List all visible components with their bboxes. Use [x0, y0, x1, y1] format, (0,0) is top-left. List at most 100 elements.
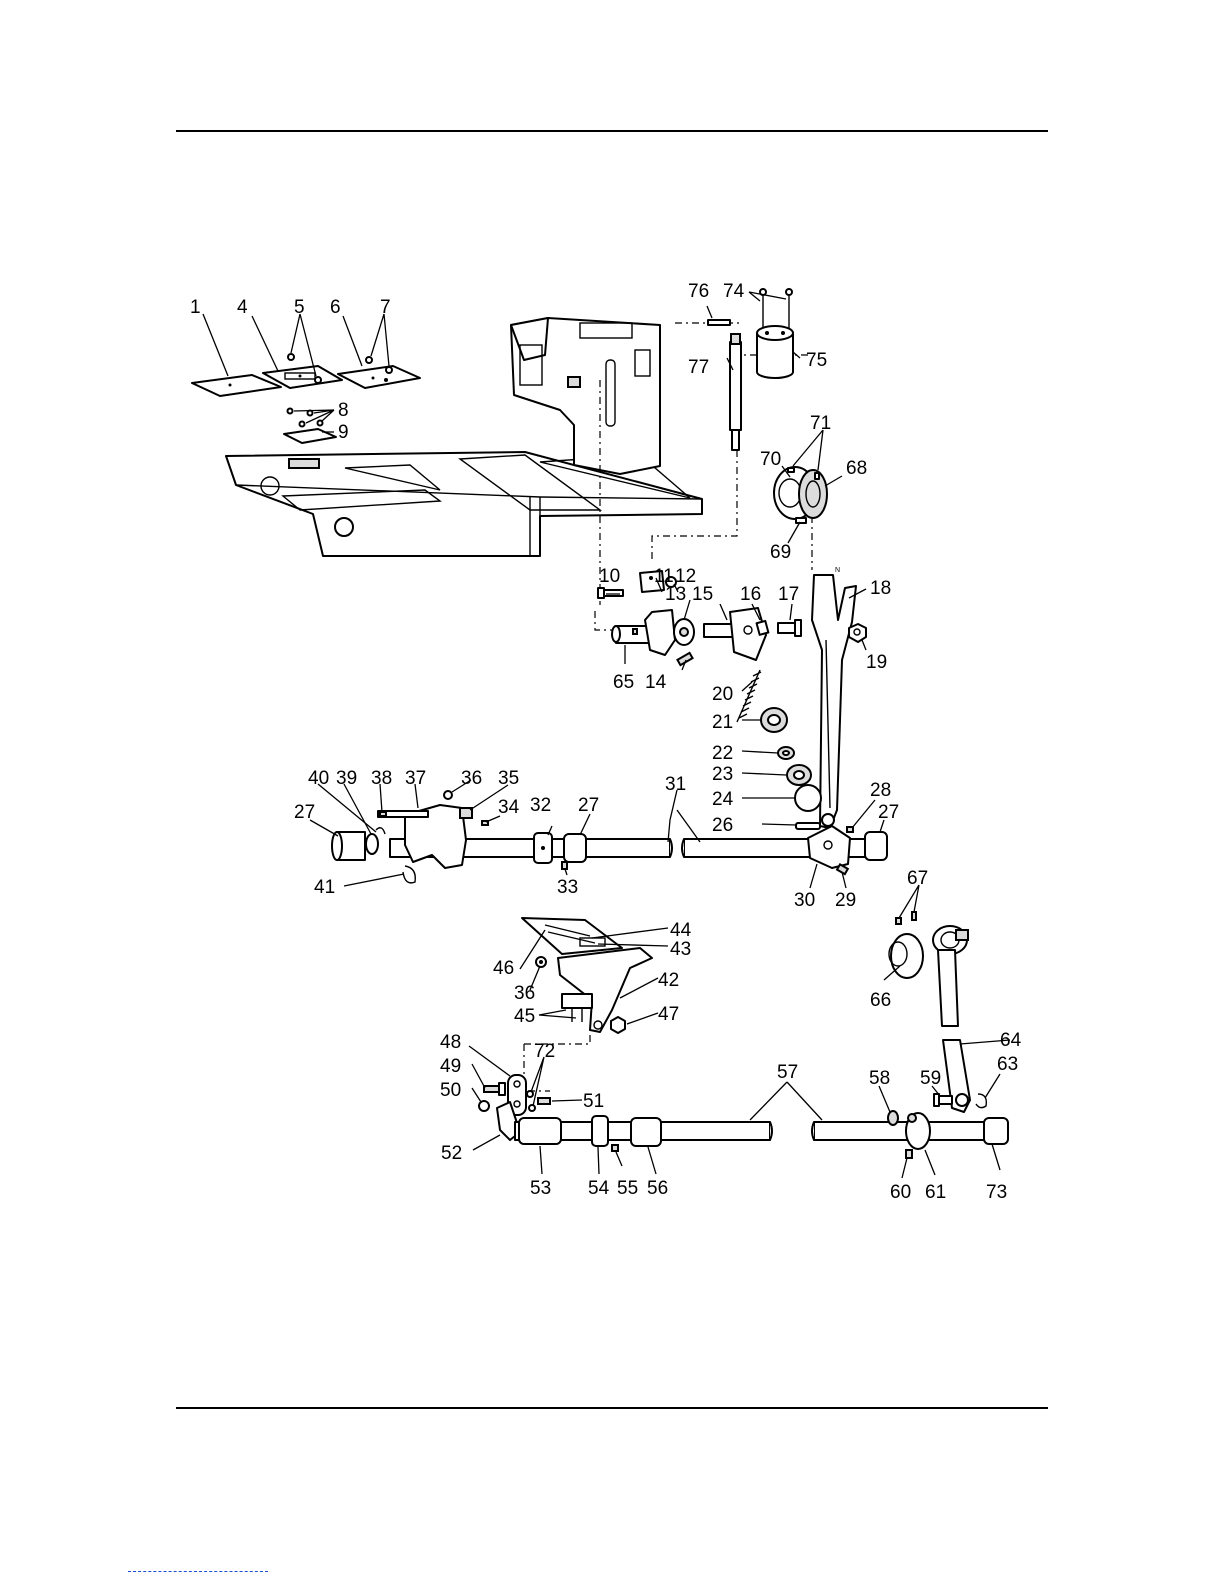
label-68: 68 [846, 458, 867, 479]
gear-part-23 [787, 765, 811, 785]
screw-part-38 [380, 812, 386, 816]
label-46: 46 [493, 958, 514, 979]
screw-part-49 [484, 1083, 505, 1095]
clip-part-40 [376, 828, 385, 834]
label-37: 37 [405, 768, 426, 789]
nut-part-50 [479, 1101, 489, 1111]
cam-part-68 [799, 470, 827, 518]
label-55: 55 [617, 1178, 638, 1199]
label-58: 58 [869, 1068, 890, 1089]
label-34: 34 [498, 797, 520, 818]
label-60: 60 [890, 1182, 911, 1203]
label-77: 77 [688, 357, 709, 378]
label-71: 71 [810, 413, 831, 434]
label-6: 6 [330, 297, 341, 318]
label-32: 32 [530, 795, 551, 816]
label-59: 59 [920, 1068, 941, 1089]
label-31: 31 [665, 774, 686, 795]
ring-part-39 [366, 834, 378, 854]
spring-part-20 [737, 670, 761, 722]
label-27-left: 27 [294, 802, 315, 823]
clip-part-63 [976, 1094, 986, 1108]
label-5: 5 [294, 297, 305, 318]
footer-divider-mark [128, 1571, 268, 1572]
svg-text:N: N [835, 567, 840, 574]
washer-part-22 [778, 747, 794, 759]
label-7: 7 [380, 297, 391, 318]
label-57: 57 [777, 1062, 798, 1083]
bushing-part-27b [564, 834, 586, 862]
label-76: 76 [688, 281, 709, 302]
bushing-part-27a [332, 832, 365, 860]
rod-part-77 [730, 334, 741, 450]
screw-part-60 [906, 1150, 912, 1158]
bushing-part-53 [519, 1118, 561, 1144]
nut-part-19 [849, 624, 866, 642]
label-50: 50 [440, 1080, 461, 1101]
label-17: 17 [778, 584, 799, 605]
label-22: 22 [712, 743, 733, 764]
label-54: 54 [588, 1178, 610, 1199]
shaft-part-65 [612, 626, 649, 643]
label-40: 40 [308, 768, 329, 789]
label-63: 63 [997, 1054, 1018, 1075]
label-64: 64 [1000, 1030, 1022, 1051]
cylinder-part-75 [757, 326, 793, 378]
label-24: 24 [712, 789, 734, 810]
label-29: 29 [835, 890, 856, 911]
label-30: 30 [794, 890, 815, 911]
label-18: 18 [870, 578, 891, 599]
label-13: 13 [665, 584, 686, 605]
label-51: 51 [583, 1091, 604, 1112]
label-61: 61 [925, 1182, 946, 1203]
bushing-part-73 [984, 1118, 1008, 1144]
label-49: 49 [440, 1056, 461, 1077]
label-75: 75 [806, 350, 827, 371]
label-52: 52 [441, 1143, 462, 1164]
label-23: 23 [712, 764, 733, 785]
label-20: 20 [712, 684, 733, 705]
label-27-right: 27 [878, 802, 899, 823]
label-16: 16 [740, 584, 761, 605]
clamp-part-30 [808, 826, 850, 868]
plate-part-1 [192, 375, 281, 396]
label-36-lower: 36 [514, 983, 535, 1004]
label-45: 45 [514, 1006, 535, 1027]
ring-part-36b [536, 957, 546, 967]
label-43: 43 [670, 939, 691, 960]
gear-part-21 [761, 708, 787, 732]
label-27-middle: 27 [578, 795, 599, 816]
machine-arm [511, 318, 660, 474]
label-65: 65 [613, 672, 634, 693]
washer-part-16 [757, 621, 769, 635]
screw-part-55 [612, 1145, 618, 1151]
label-47: 47 [658, 1004, 679, 1025]
plate-part-6 [338, 366, 420, 388]
label-28: 28 [870, 780, 891, 801]
ball-part-24 [795, 785, 821, 811]
lever-part-18: N [812, 567, 856, 828]
label-53: 53 [530, 1178, 551, 1199]
label-41: 41 [314, 877, 335, 898]
bolt-part-17 [778, 620, 801, 636]
cam-part-15 [704, 608, 766, 660]
bushing-part-27c [865, 832, 887, 860]
label-14: 14 [645, 672, 667, 693]
label-8: 8 [338, 400, 349, 421]
label-9: 9 [338, 422, 349, 443]
collar-part-32 [534, 833, 552, 863]
plate-part-9 [284, 429, 336, 443]
label-69: 69 [770, 542, 791, 563]
screw-part-10 [598, 588, 623, 598]
label-42: 42 [658, 970, 679, 991]
pin-part-76 [708, 320, 730, 325]
crank-part-13 [645, 610, 694, 655]
label-33: 33 [557, 877, 578, 898]
clip-part-41 [403, 866, 415, 883]
label-74: 74 [723, 281, 745, 302]
stud-part-59 [934, 1094, 952, 1106]
label-67: 67 [907, 868, 928, 889]
bushing-part-56 [631, 1118, 661, 1146]
label-10: 10 [599, 566, 620, 587]
